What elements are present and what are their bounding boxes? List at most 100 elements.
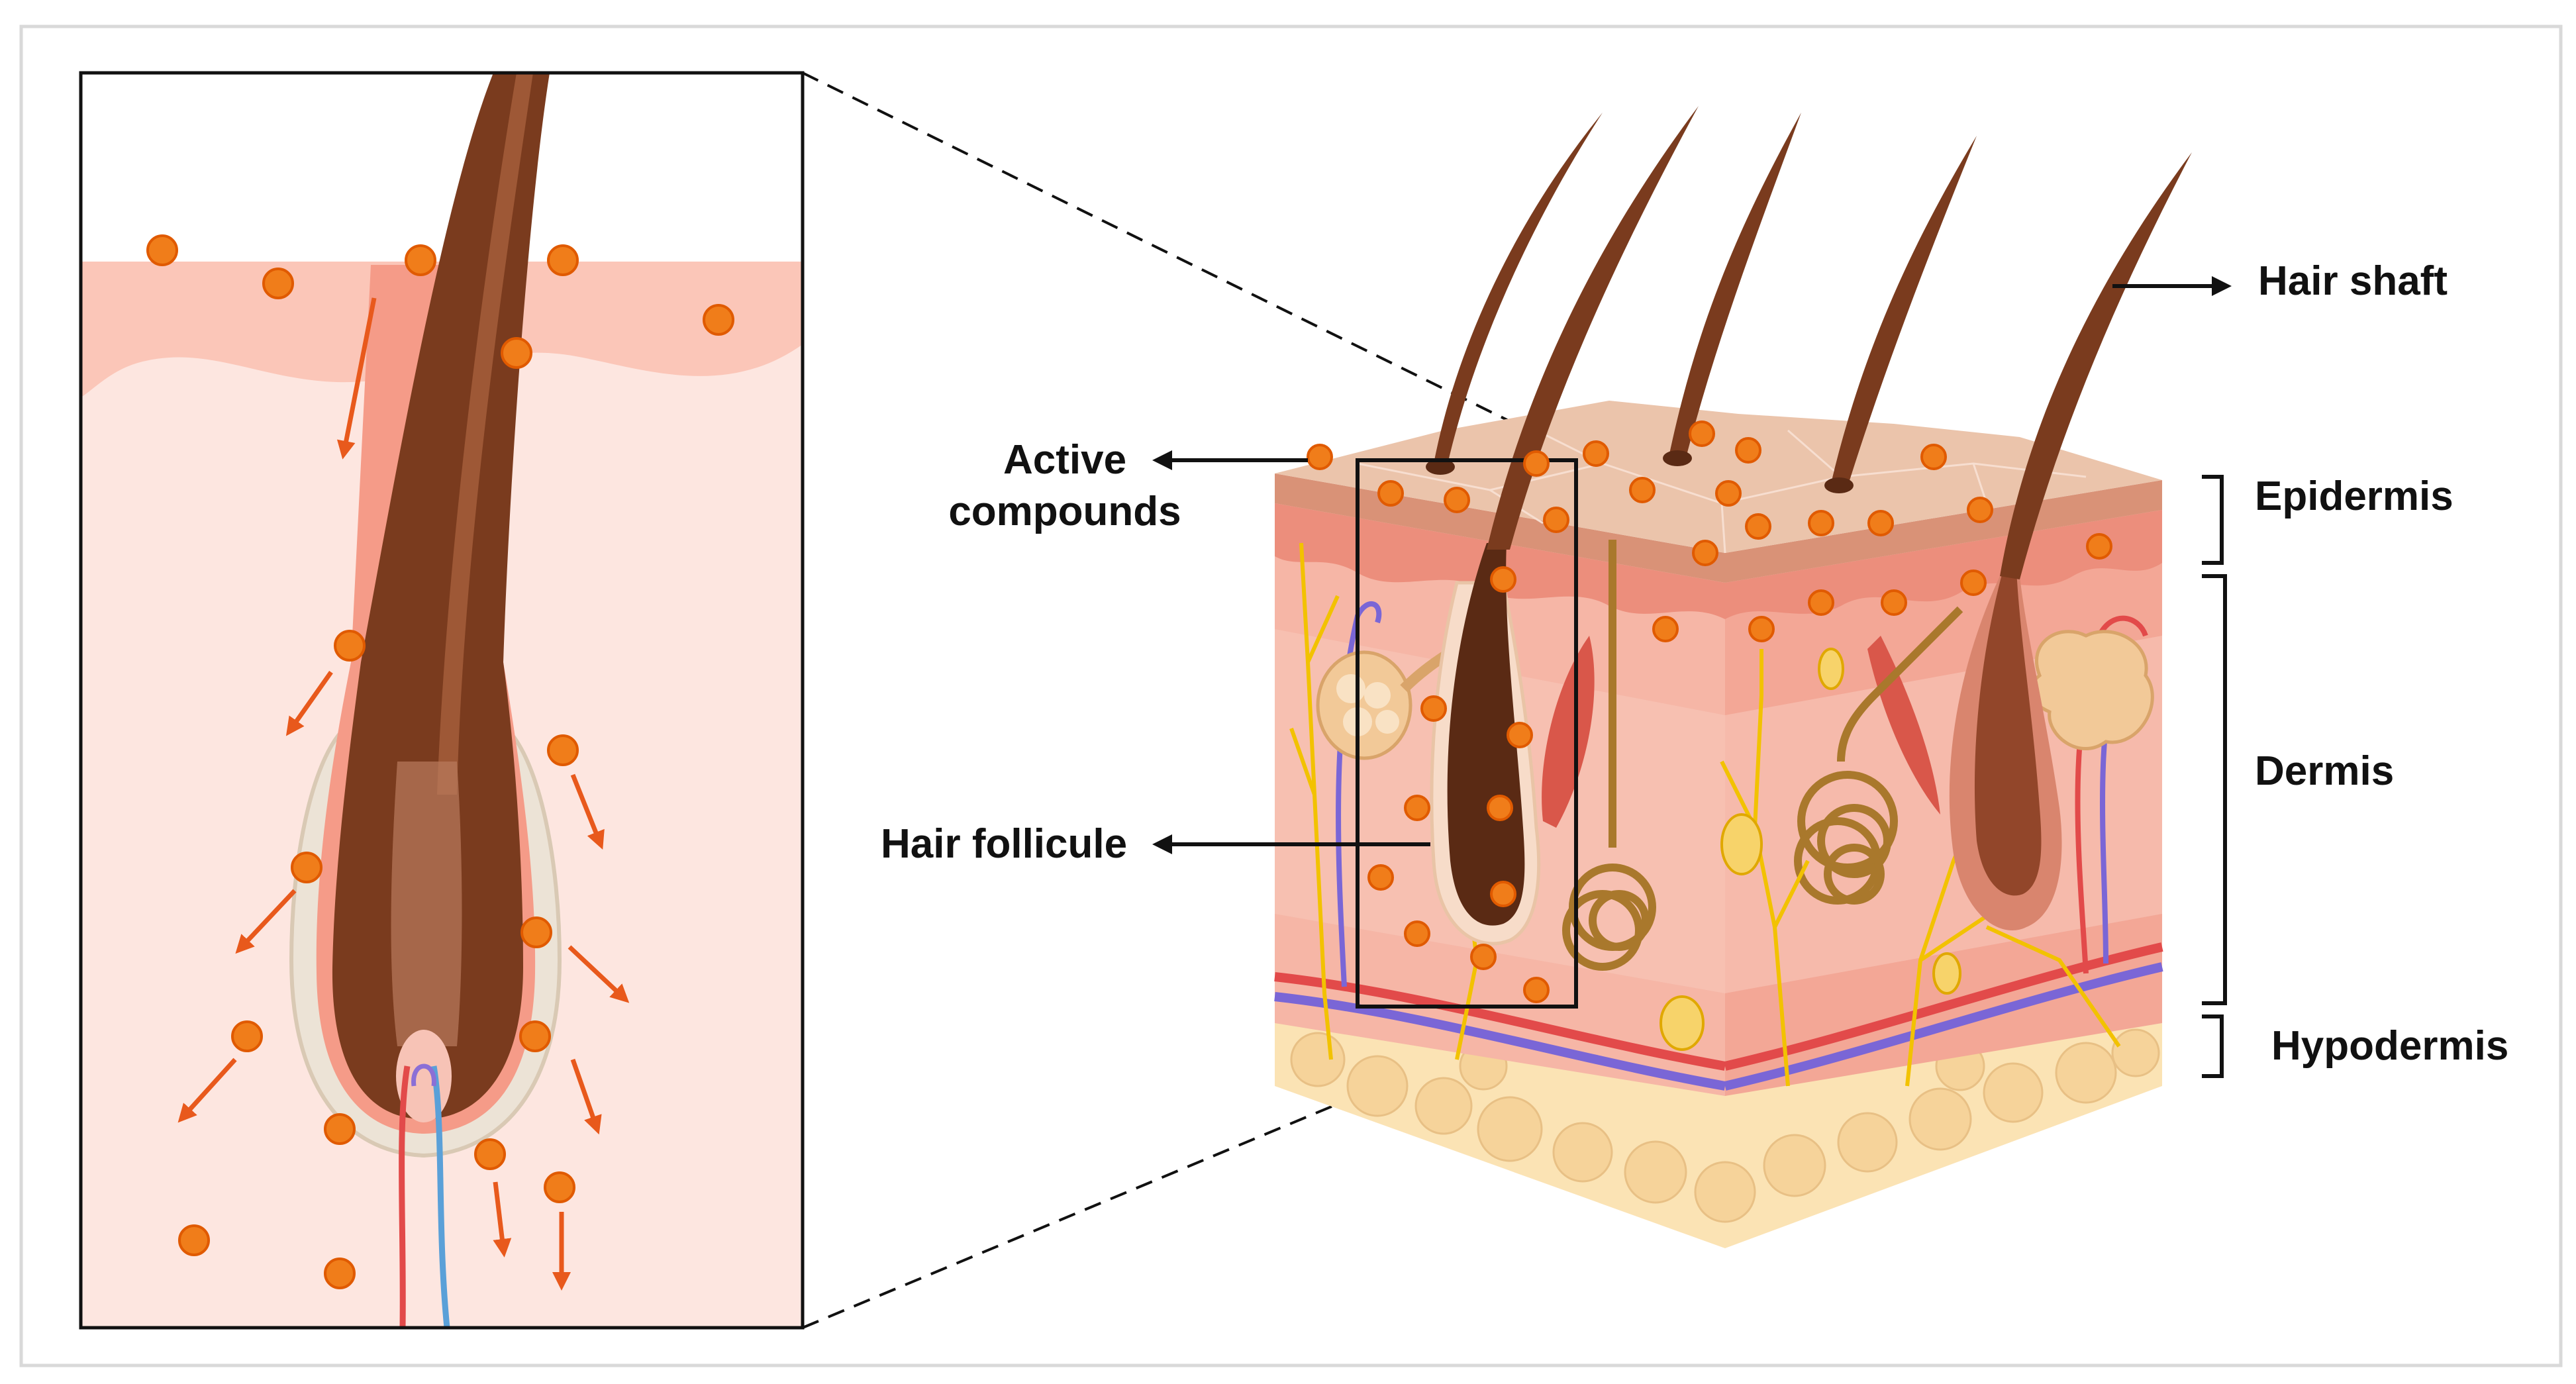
compound-dot (1367, 864, 1394, 891)
compound-dot (1583, 440, 1609, 467)
arrector-muscle-left (1542, 636, 1595, 828)
active-compounds-label-line1: Active (1003, 437, 1126, 483)
compound-dot (1487, 795, 1513, 821)
compound-dot (178, 1224, 210, 1256)
zoom-panel-frame (79, 71, 805, 1330)
vein-left (1274, 992, 1726, 1091)
compound-dot (1745, 513, 1771, 540)
nerve-receptors (1660, 648, 1961, 1051)
diffusion-arrow (570, 1058, 602, 1135)
compound-dot (703, 304, 734, 336)
compound-dot (1470, 944, 1497, 970)
compound-dot (520, 916, 552, 948)
compound-dot (1881, 589, 1907, 616)
compound-dot (324, 1113, 356, 1145)
compound-dot (474, 1138, 506, 1170)
hair-4 (1831, 136, 1977, 487)
text-labels: Hair shaft Epidermis Dermis Hypodermis A… (881, 258, 2508, 1069)
hair-shaft-label: Hair shaft (2258, 258, 2448, 304)
compound-dot (334, 630, 366, 662)
layer-brackets (2202, 475, 2227, 1078)
compound-dot (1420, 695, 1447, 722)
sweat-gland-right (1794, 606, 1963, 905)
compound-dot (1652, 616, 1679, 642)
epidermis-edge (1275, 473, 2162, 583)
compound-dot (1523, 450, 1550, 477)
zoom-hair-highlight (437, 73, 533, 795)
dermis-label: Dermis (2255, 748, 2394, 794)
compound-dot (405, 244, 436, 276)
compound-dot (1404, 920, 1430, 947)
zoom-panel (79, 71, 805, 1330)
hair-2 (1487, 106, 1699, 550)
diffusion-arrow (568, 945, 630, 1003)
compound-dot (1867, 510, 1894, 536)
compound-dot (1808, 589, 1834, 616)
fat-globules (1290, 1028, 2160, 1223)
compound-dot (501, 337, 532, 369)
zoom-connector-top (802, 72, 1616, 475)
compound-dot (1920, 444, 1947, 470)
active-compounds-label-line2: compounds (948, 489, 1181, 534)
compound-dot (1523, 977, 1550, 1003)
follicle-root-left (1447, 543, 1525, 926)
follicle-root-right (1974, 569, 2042, 896)
hair-5 (2000, 152, 2192, 579)
compound-dot (1692, 540, 1718, 566)
zoom-selection-box (1356, 458, 1578, 1009)
active-compound-dots (146, 234, 2112, 1289)
compound-dot (262, 268, 294, 299)
compound-dot (1735, 437, 1761, 464)
compound-dot (1404, 795, 1430, 821)
diffusion-arrow (493, 1181, 512, 1258)
zoom-vessel-loop (411, 1063, 436, 1087)
hypodermis-bracket (2202, 1014, 2224, 1078)
zoom-vessel-vein (430, 1065, 450, 1328)
compound-dot (146, 234, 178, 266)
compound-dot (1629, 477, 1656, 503)
compound-dot (1960, 569, 1987, 596)
compound-dot (1808, 510, 1834, 536)
compound-dot (547, 734, 579, 766)
compound-dot (1377, 480, 1404, 507)
surface-hairs (1426, 106, 2192, 579)
diffusion-arrow (235, 889, 297, 954)
hair-follicle-label: Hair follicule (881, 821, 1127, 867)
sebaceous-gland-right (2029, 630, 2154, 751)
hypodermis-label: Hypodermis (2271, 1023, 2508, 1069)
compound-dot (1715, 480, 1742, 507)
compound-dot (1444, 487, 1470, 513)
dermis-bracket (2202, 574, 2227, 1005)
compound-dot (1967, 497, 1993, 523)
hair-3 (1669, 113, 1801, 460)
compound-dot (1490, 881, 1516, 907)
hair-1 (1434, 113, 1603, 467)
compound-dot (2086, 533, 2112, 560)
compound-dot (324, 1258, 356, 1289)
diffusion-arrow (570, 773, 605, 850)
label-pointers (1152, 276, 2232, 854)
compound-dot (544, 1171, 575, 1203)
skin-surface (1275, 401, 2162, 553)
compound-dot (1507, 722, 1533, 748)
epidermis-bracket (2202, 475, 2224, 565)
diffusion-arrow (336, 297, 377, 460)
zoom-vessel-artery (399, 1065, 411, 1328)
compound-dot (1490, 566, 1516, 593)
compound-dot (231, 1020, 263, 1052)
compound-dot (519, 1020, 551, 1052)
sweat-gland-left (1562, 540, 1656, 971)
compound-dot (1307, 444, 1333, 470)
zoom-hair-core (391, 762, 462, 1046)
diffusion-arrow (285, 670, 333, 736)
diffusion-arrow (177, 1058, 237, 1123)
compound-dot (547, 244, 579, 276)
compound-dot (1543, 507, 1569, 533)
artery-left (1274, 972, 1726, 1071)
compound-dot (1748, 616, 1775, 642)
compound-dot (291, 852, 322, 883)
diffusion-arrows (177, 297, 630, 1291)
epidermis-label: Epidermis (2255, 473, 2453, 519)
compound-dot (1689, 420, 1715, 447)
